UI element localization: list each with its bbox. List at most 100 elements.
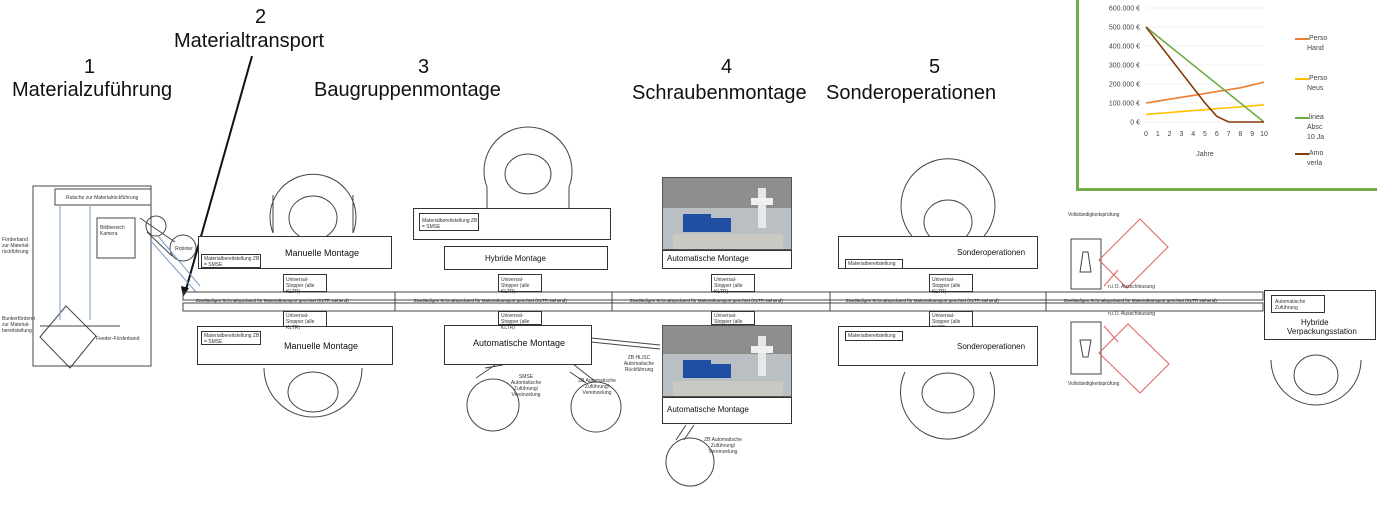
stopper-2-top-label: Universal-Stopper (alle KLTR) <box>501 277 530 295</box>
section-5-number: 5 <box>929 56 941 78</box>
zb-rueckfuehrung-label: ZB HL/SC Automatische Rückführung <box>623 355 655 373</box>
chart-legend-label: Amo <box>1309 150 1324 157</box>
robot-cell-photo-bottom <box>662 325 792 397</box>
section-3-title: Baugruppenmontage <box>314 79 501 101</box>
stopper-2-top: Universal-Stopper (alle KLTR) <box>498 274 542 295</box>
chart-series-line <box>1145 26 1264 123</box>
materialbereitstellung-zb-3: Materialbereitstellung ZB = SMSE <box>419 213 479 231</box>
materialbereitstellung-sonder-bottom-label: Materialbereitstellung <box>848 333 896 339</box>
chart-xtick-label: 10 <box>1260 131 1268 138</box>
chart-xtick-label: 5 <box>1203 131 1207 138</box>
conveyor-label-1: Zweiläufiges Schmalspurband für Material… <box>196 298 349 303</box>
section-3-number: 3 <box>418 56 430 78</box>
manuelle-montage-bottom-label: Manuelle Montage <box>284 341 359 351</box>
automatische-montage-4-bottom-label: Automatische Montage <box>667 405 749 414</box>
chart-legend-label: 10 Ja <box>1307 134 1325 141</box>
conveyor-label-5: Zweiläufiges Schmalspurband für Material… <box>1064 298 1217 303</box>
chart-legend-label: Perso <box>1309 75 1328 82</box>
stopper-2-bottom-label: Universal-Stopper (alle KLTR) <box>501 313 530 331</box>
conveyor-label-4: Zweiläufiges Schmalspurband für Material… <box>846 298 999 303</box>
chart-xaxis-label: Jahre <box>1196 151 1214 158</box>
chart-xtick-label: 2 <box>1168 131 1172 138</box>
stopper-4-bottom: Universal-Stopper (alle KLTR) <box>929 311 973 331</box>
section-1-number: 1 <box>84 56 96 78</box>
chart-xtick-label: 6 <box>1215 131 1219 138</box>
verpackung-title-line-1: Hybride <box>1301 318 1329 327</box>
stopper-1-bottom-label: Universal-Stopper (alle KLTR) <box>286 313 315 331</box>
hybride-montage-box[interactable]: Hybride Montage <box>444 246 608 270</box>
chart-ytick-label: 100.000 € <box>1109 101 1140 108</box>
chart-legend-swatch <box>1295 38 1309 40</box>
conveyor-label-3: Zweiläufiges Schmalspurband für Material… <box>630 298 783 303</box>
bunker-label: Bunkerförderer zur Material-bereitstellu… <box>2 316 36 334</box>
feeder-label: Feeder-Förderband <box>96 336 140 342</box>
automatische-montage-4-top-box[interactable]: Automatische Montage <box>662 250 792 269</box>
verpackungsstation-box[interactable]: Automatische Zuführung Hybride Verpackun… <box>1264 290 1376 340</box>
vollstaendigkeit-bottom-label: Vollständigkeitsprüfung <box>1068 381 1120 387</box>
manuelle-montage-top-label: Manuelle Montage <box>285 248 360 258</box>
chart-xtick-label: 0 <box>1144 131 1148 138</box>
chart-ytick-label: 0 € <box>1130 120 1140 127</box>
cost-chart: 0 € 100.000 € 200.000 € 300.000 € 400.000 € 5… <box>1109 6 1268 159</box>
automatische-zufuehrung-label: Automatische Zuführung <box>1275 299 1306 311</box>
section-5-title: Sonderoperationen <box>826 82 997 104</box>
chart-xtick-label: 3 <box>1179 131 1183 138</box>
chart-xtick-label: 7 <box>1227 131 1231 138</box>
stopper-3-bottom: Universal-Stopper (alle KLTR) <box>711 311 755 331</box>
chart-legend-swatch <box>1295 117 1309 119</box>
materialbereitstellung-sonder-top: Materialbereitstellung <box>845 259 903 269</box>
chart-ytick-label: 400.000 € <box>1109 44 1140 51</box>
section-2-number: 2 <box>255 6 267 28</box>
robot-cell-image-top <box>663 178 791 249</box>
chart-xtick-label: 4 <box>1191 131 1195 138</box>
automatische-montage-3-box[interactable]: Automatische Montage <box>444 325 592 365</box>
zb-zufuehrung-2-label: ZB Automatische Zuführung/ Vereinzelung <box>704 437 742 455</box>
stopper-2-bottom: Universal-Stopper (alle KLTR) <box>498 311 542 331</box>
automatische-montage-4-top-label: Automatische Montage <box>667 254 749 263</box>
nio-bottom-label: n.i.O. Ausschleusung <box>1108 311 1155 317</box>
materialbereitstellung-zb-2: Materialbereitstellung ZB = SMSE <box>201 331 261 345</box>
vollstaendigkeit-top-label: Vollständigkeitsprüfung <box>1068 212 1120 218</box>
chart-ytick-label: 200.000 € <box>1109 82 1140 89</box>
rutsche-label: Rutsche zur Materialrückführung <box>66 195 139 201</box>
chart-legend-swatch <box>1295 153 1309 155</box>
materialbereitstellung-zb-2-label: Materialbereitstellung ZB = SMSE <box>204 333 260 345</box>
manuelle-montage-bottom-box[interactable]: Manuelle Montage <box>197 326 393 365</box>
robot-cell-photo-top <box>662 177 792 250</box>
sonderoperationen-top-label: Sonderoperationen <box>957 248 1026 257</box>
chart-series-line <box>1145 81 1265 104</box>
chart-legend-swatch <box>1295 78 1309 80</box>
conveyor-label-2: Zweiläufiges Schmalspurband für Material… <box>414 298 567 303</box>
automatische-zufuehrung-box: Automatische Zuführung <box>1271 295 1325 313</box>
chart-ytick-label: 300.000 € <box>1109 63 1140 70</box>
materialbereitstellung-zb-1-label: Materialbereitstellung ZB = SMSE <box>204 256 260 268</box>
chart-xtick-label: 9 <box>1250 131 1254 138</box>
bildbereich-label: Bildbereich Kamera <box>100 225 125 237</box>
stopper-1-top-label: Universal-Stopper (alle KLTR) <box>286 277 315 295</box>
chart-legend-label: verla <box>1307 160 1323 167</box>
automatische-montage-4-bottom-box[interactable]: Automatische Montage <box>662 397 792 424</box>
robot-cell-image-bottom <box>663 326 791 396</box>
stopper-4-top: Universal-Stopper (alle KLTR) <box>929 274 973 295</box>
materialbereitstellung-sonder-bottom: Materialbereitstellung <box>845 331 903 341</box>
sonderoperationen-bottom-label: Sonderoperationen <box>957 342 1026 351</box>
stopper-1-bottom: Universal-Stopper (alle KLTR) <box>283 311 327 331</box>
section-4-number: 4 <box>721 56 733 78</box>
nio-top-label: n.i.O. Ausschleusung <box>1108 284 1155 290</box>
sonderoperationen-bottom-box[interactable]: Sonderoperationen <box>838 326 1038 366</box>
section-1-title: Materialzuführung <box>12 79 173 101</box>
section-2-title: Materialtransport <box>174 30 325 52</box>
automatische-montage-3-label: Automatische Montage <box>473 338 566 348</box>
chart-xtick-label: 1 <box>1156 131 1160 138</box>
smse-zufuehrung-label: SMSE Automatische Zuführung/ Vereinzelun… <box>510 374 542 398</box>
chart-legend-label: Perso <box>1309 35 1328 42</box>
hybride-montage-label: Hybride Montage <box>485 254 546 263</box>
stopper-4-top-label: Universal-Stopper (alle KLTR) <box>932 277 961 295</box>
chart-ytick-label: 500.000 € <box>1109 25 1140 32</box>
foerderband-rueck-label: Förderband zur Material-rückführung <box>2 237 30 255</box>
materialbereitstellung-sonder-top-label: Materialbereitstellung <box>848 261 896 267</box>
cost-chart-panel: 0 € 100.000 € 200.000 € 300.000 € 400.000 € 5… <box>1076 0 1377 191</box>
stopper-3-top-label: Universal-Stopper (alle KLTR) <box>714 277 743 295</box>
chart-legend-label: linea <box>1309 114 1324 121</box>
